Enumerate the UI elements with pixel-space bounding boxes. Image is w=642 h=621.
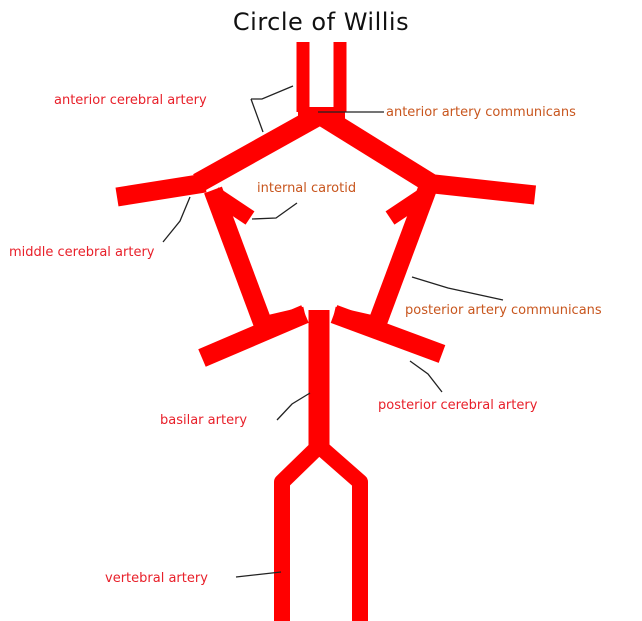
label-basilar-artery: basilar artery — [160, 413, 247, 428]
leader-posterior-cerebral-artery — [410, 361, 442, 392]
vertebral-artery-left — [282, 446, 319, 621]
leader-internal-carotid — [252, 203, 297, 219]
middle-cerebral-artery-left — [117, 183, 205, 197]
label-internal-carotid: internal carotid — [257, 181, 356, 196]
label-posterior-artery-communicans: posterior artery communicans — [405, 303, 602, 318]
circle-upper-left-branch — [198, 116, 318, 183]
label-anterior-artery-communicans: anterior artery communicans — [386, 105, 576, 120]
circle-upper-right-branch — [322, 116, 430, 183]
leader-middle-cerebral-artery — [163, 197, 190, 242]
label-anterior-cerebral-artery: anterior cerebral artery — [54, 93, 207, 108]
label-middle-cerebral-artery: middle cerebral artery — [9, 245, 155, 260]
label-vertebral-artery: vertebral artery — [105, 571, 208, 586]
leader-anterior-cerebral-artery-lower — [251, 99, 263, 132]
middle-cerebral-artery-right — [425, 183, 535, 195]
vertebral-artery-right — [319, 446, 360, 621]
leader-posterior-artery-communicans — [412, 277, 503, 300]
label-posterior-cerebral-artery: posterior cerebral artery — [378, 398, 538, 413]
leader-anterior-cerebral-artery — [251, 86, 293, 99]
leader-basilar-artery — [277, 393, 310, 420]
